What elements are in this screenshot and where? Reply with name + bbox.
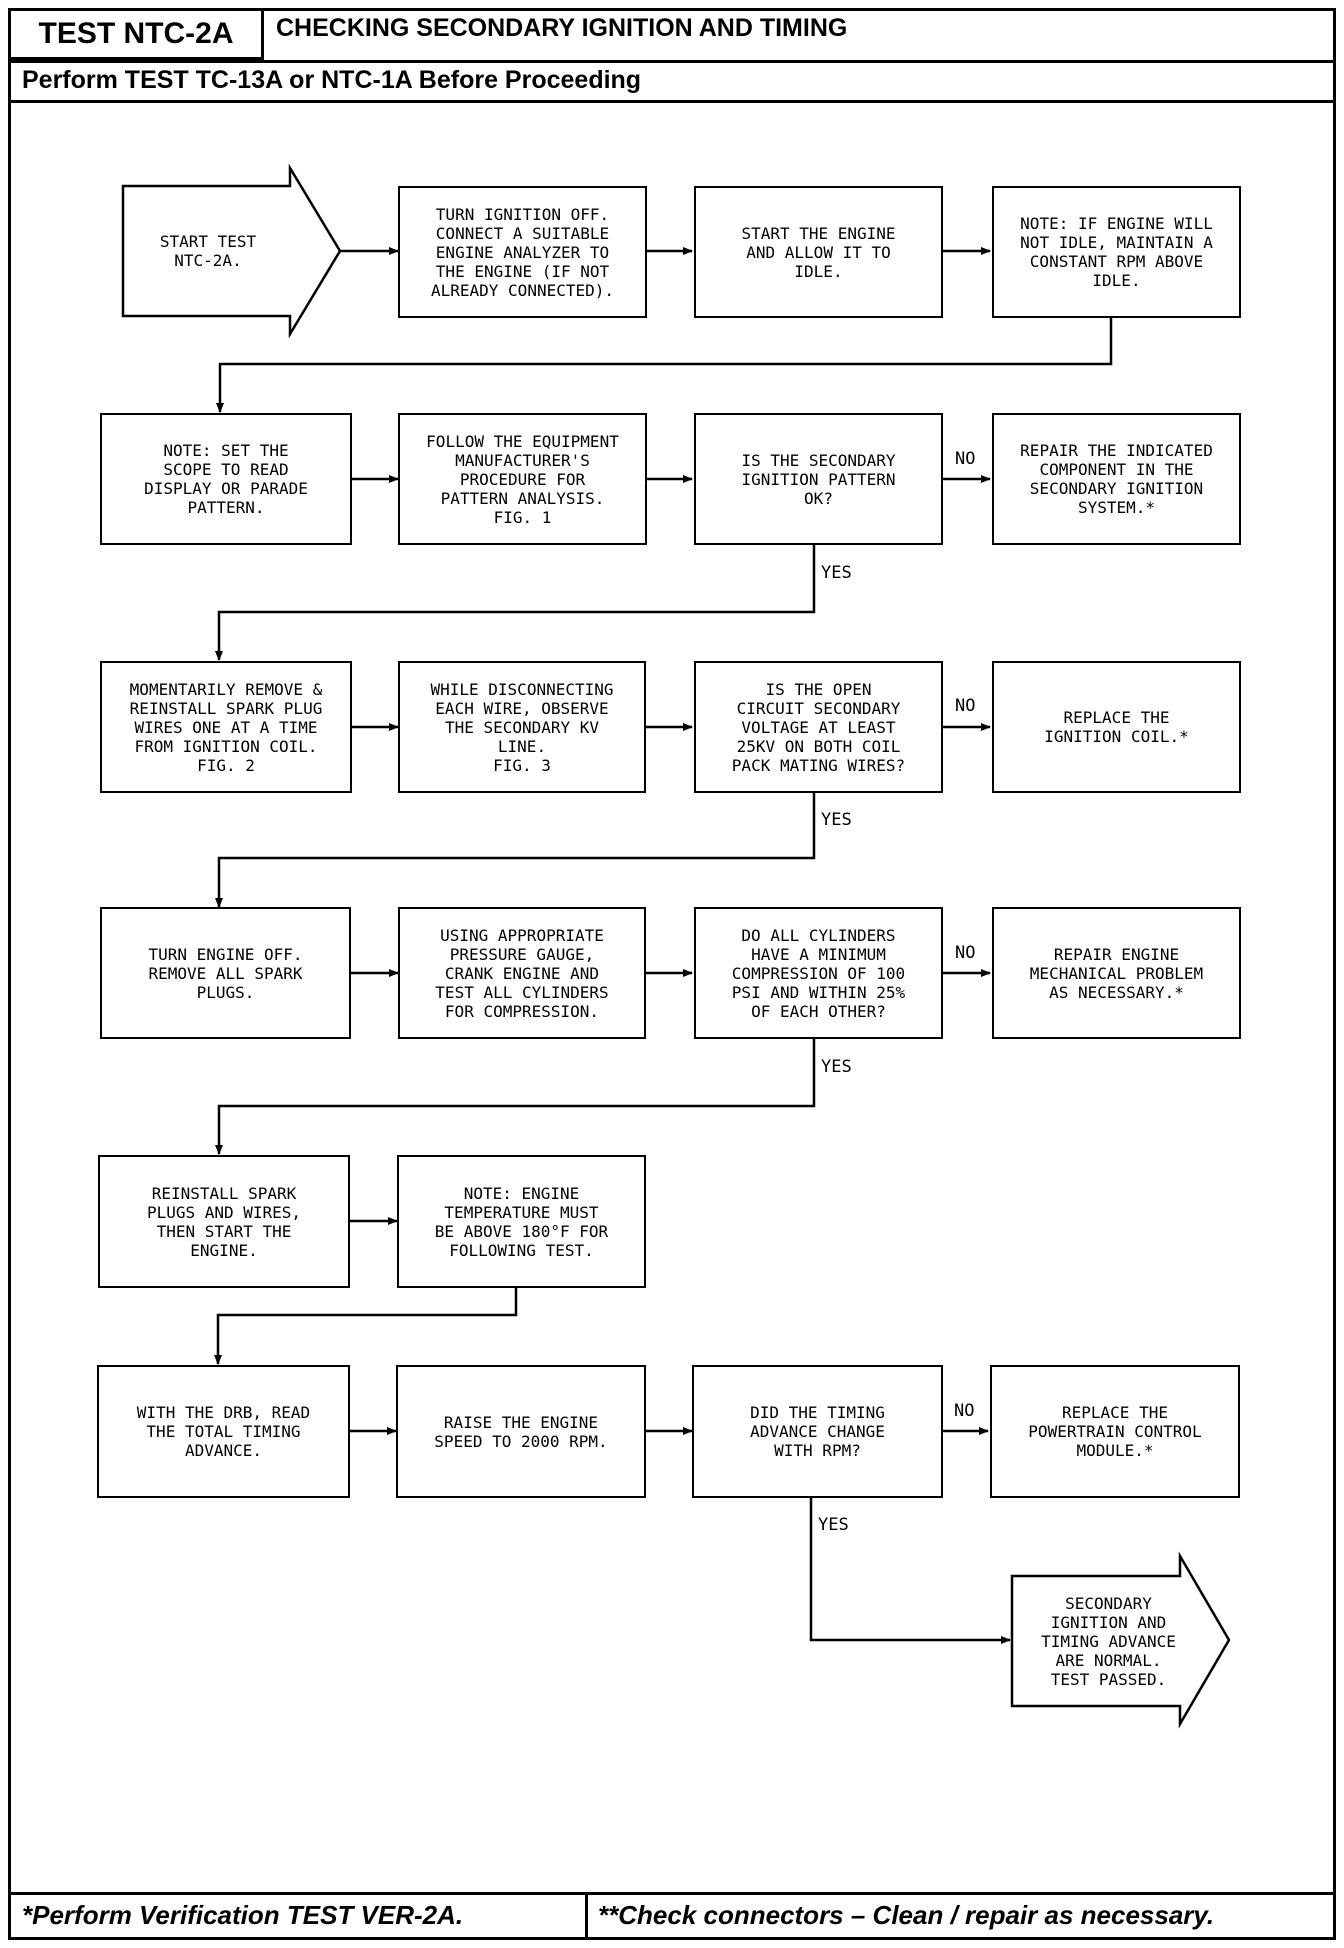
- replace-pcm-step: REPLACE THE POWERTRAIN CONTROL MODULE.*: [990, 1365, 1240, 1498]
- yes-label: YES: [821, 1057, 852, 1077]
- idle-note: NOTE: IF ENGINE WILL NOT IDLE, MAINTAIN …: [992, 186, 1241, 318]
- start-arrow-shape: [121, 163, 342, 339]
- observe-kv-line-step: WHILE DISCONNECTING EACH WIRE, OBSERVE T…: [398, 661, 646, 793]
- prerequisite-note: Perform TEST TC-13A or NTC-1A Before Pro…: [22, 66, 642, 94]
- timing-advance-decision: DID THE TIMING ADVANCE CHANGE WITH RPM?: [692, 1365, 943, 1498]
- read-timing-advance-step: WITH THE DRB, READ THE TOTAL TIMING ADVA…: [97, 1365, 350, 1498]
- footnote-verification: *Perform Verification TEST VER-2A.: [22, 1900, 464, 1930]
- remove-spark-plugs-step: TURN ENGINE OFF. REMOVE ALL SPARK PLUGS.: [100, 907, 351, 1039]
- repair-ignition-component-step: REPAIR THE INDICATED COMPONENT IN THE SE…: [992, 413, 1241, 545]
- start-engine-idle-step: START THE ENGINE AND ALLOW IT TO IDLE.: [694, 186, 943, 318]
- yes-label: YES: [821, 810, 852, 830]
- start-test-label: START TEST NTC-2A.: [159, 232, 257, 270]
- pattern-analysis-step: FOLLOW THE EQUIPMENT MANUFACTURER'S PROC…: [398, 413, 647, 545]
- engine-temperature-note: NOTE: ENGINE TEMPERATURE MUST BE ABOVE 1…: [397, 1155, 646, 1288]
- end-arrow-shape: [1010, 1551, 1231, 1729]
- page-title: CHECKING SECONDARY IGNITION AND TIMING: [276, 14, 848, 42]
- no-label: NO: [954, 1401, 975, 1421]
- repair-engine-mechanical-step: REPAIR ENGINE MECHANICAL PROBLEM AS NECE…: [992, 907, 1241, 1039]
- ignition-pattern-decision: IS THE SECONDARY IGNITION PATTERN OK?: [694, 413, 943, 545]
- compression-decision: DO ALL CYLINDERS HAVE A MINIMUM COMPRESS…: [694, 907, 943, 1039]
- turn-ignition-off-step: TURN IGNITION OFF. CONNECT A SUITABLE EN…: [398, 186, 647, 318]
- no-label: NO: [955, 696, 976, 716]
- header-divider: [11, 60, 1333, 63]
- replace-ignition-coil-step: REPLACE THE IGNITION COIL.*: [992, 661, 1241, 793]
- footnote-connectors: **Check connectors – Clean / repair as n…: [598, 1900, 1215, 1930]
- scope-display-note: NOTE: SET THE SCOPE TO READ DISPLAY OR P…: [100, 413, 352, 545]
- reinstall-plugs-start-engine-step: REINSTALL SPARK PLUGS AND WIRES, THEN ST…: [98, 1155, 350, 1288]
- yes-label: YES: [821, 563, 852, 583]
- compression-test-step: USING APPROPRIATE PRESSURE GAUGE, CRANK …: [398, 907, 646, 1039]
- raise-engine-speed-step: RAISE THE ENGINE SPEED TO 2000 RPM.: [396, 1365, 646, 1498]
- secondary-voltage-decision: IS THE OPEN CIRCUIT SECONDARY VOLTAGE AT…: [694, 661, 943, 793]
- test-passed-label: SECONDARY IGNITION AND TIMING ADVANCE AR…: [1041, 1593, 1176, 1689]
- no-label: NO: [955, 449, 976, 469]
- footer-column-divider: [585, 1892, 588, 1937]
- yes-label: YES: [818, 1515, 849, 1535]
- no-label: NO: [955, 943, 976, 963]
- header-divider-2: [11, 100, 1333, 103]
- page-frame: [8, 8, 1336, 1940]
- footer-divider: [11, 1892, 1333, 1895]
- test-id: TEST NTC-2A: [11, 11, 264, 60]
- reinstall-plug-wires-step: MOMENTARILY REMOVE & REINSTALL SPARK PLU…: [100, 661, 352, 793]
